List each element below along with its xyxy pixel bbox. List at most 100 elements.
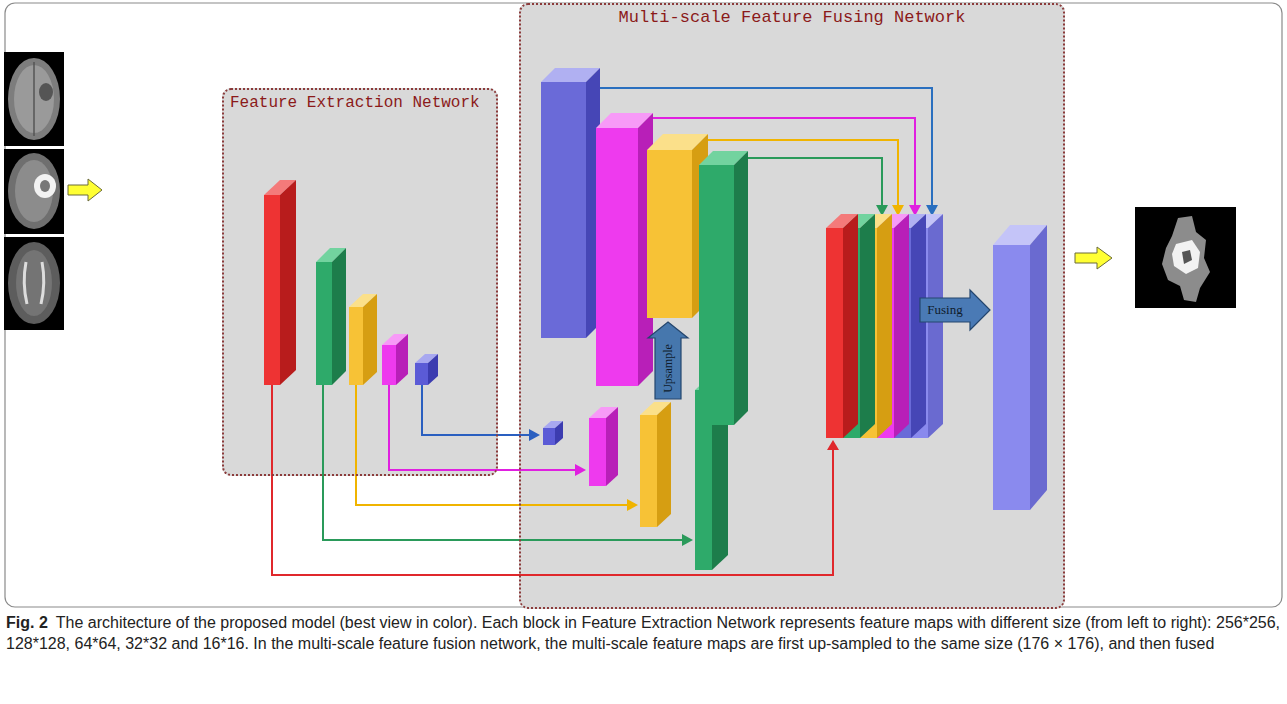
block-face	[543, 428, 555, 445]
block-face	[734, 151, 748, 425]
brain-shape	[15, 160, 53, 222]
block-face	[316, 262, 332, 385]
concat-slab	[877, 214, 909, 438]
edema-region	[1162, 216, 1210, 302]
brain-shape	[8, 58, 60, 140]
block-face	[396, 334, 408, 385]
output-arrow	[1075, 247, 1112, 269]
ventricle	[24, 262, 44, 304]
block-face	[647, 150, 692, 318]
upsample-arrow: Upsample	[648, 322, 688, 399]
feature-map-block	[264, 180, 296, 385]
block-face	[363, 294, 377, 385]
skip-arrow	[356, 385, 628, 505]
figure-number: Fig. 2	[6, 614, 48, 631]
feature-map-block	[543, 421, 563, 445]
output-slice	[1135, 207, 1236, 308]
feature-map-block	[647, 134, 708, 318]
concat-slab	[826, 214, 858, 438]
block-face	[606, 407, 618, 486]
lesion	[40, 180, 50, 192]
arrow-head	[575, 464, 586, 476]
arrow-outline	[920, 290, 990, 330]
arrow-shape	[648, 322, 688, 399]
arrow-shape	[920, 290, 990, 330]
block-face	[699, 165, 734, 425]
skip-arrow	[323, 385, 683, 540]
concat-arrow	[600, 88, 932, 206]
lesion	[39, 83, 53, 101]
block-face	[382, 345, 396, 385]
feature-map-block	[316, 248, 346, 385]
input-arrow	[68, 179, 102, 201]
block-face	[428, 354, 438, 385]
mri-slice	[4, 52, 64, 146]
block-face	[657, 402, 671, 527]
feature-map-block	[382, 334, 408, 385]
concat-slab	[911, 214, 943, 438]
block-face	[415, 363, 428, 385]
concat-slab	[894, 214, 926, 438]
skip-arrow	[272, 385, 833, 575]
block-face	[332, 248, 346, 385]
mri-input-stack	[4, 52, 64, 330]
arrow-label: Fusing	[927, 302, 962, 318]
block-face	[928, 214, 943, 438]
mri-slice	[4, 237, 64, 330]
feature-map-block	[596, 113, 653, 386]
arrow-head	[682, 534, 693, 546]
feature-map-block	[589, 407, 618, 486]
fused-feature-block	[993, 225, 1047, 510]
brain-shape	[8, 153, 60, 229]
mri-slice	[4, 149, 64, 234]
block-face	[911, 214, 926, 438]
arrow-label: Upsample	[661, 344, 676, 393]
brain-fissure	[33, 62, 35, 136]
block-face	[877, 214, 892, 438]
feature-map-block	[415, 354, 438, 385]
block-face	[589, 418, 606, 486]
concat-slab	[860, 214, 892, 438]
arrow-outline	[648, 322, 688, 399]
tumor-core	[1172, 240, 1200, 274]
region-title: Feature Extraction Network	[230, 94, 490, 112]
necrosis	[1182, 250, 1192, 264]
block-face	[826, 228, 843, 438]
caption-block: Fig. 2The architecture of the proposed m…	[6, 612, 1282, 654]
block-face	[541, 82, 586, 338]
lesion	[34, 174, 56, 198]
feature-map-block	[349, 294, 377, 385]
skip-arrow	[389, 385, 576, 470]
concat-arrow	[748, 158, 882, 206]
skip-arrow	[422, 385, 530, 435]
block-face	[993, 245, 1030, 510]
feature-map-block	[541, 68, 600, 338]
concat-slab	[843, 214, 875, 438]
block-face	[349, 307, 363, 385]
arrow-head	[627, 499, 638, 511]
block-face	[640, 415, 657, 527]
feature-map-block	[640, 402, 671, 527]
feature-map-block	[699, 151, 748, 425]
concat-arrow	[653, 118, 915, 206]
arrow-head	[827, 440, 839, 450]
region-ground	[222, 88, 498, 476]
block-face	[1030, 225, 1047, 510]
block-face	[596, 128, 638, 386]
block-face	[894, 214, 909, 438]
network-region: Feature Extraction Network	[222, 88, 498, 476]
figure-caption: The architecture of the proposed model (…	[6, 614, 1280, 652]
region-ground	[519, 3, 1065, 609]
fusing-arrow: Fusing	[920, 290, 990, 330]
block-face	[843, 214, 858, 438]
segmentation-output	[1135, 207, 1236, 308]
block-face	[280, 180, 296, 385]
block-face	[555, 421, 563, 445]
concat-arrow	[708, 140, 898, 206]
region-title: Multi-scale Feature Fusing Network	[527, 8, 1057, 27]
block-face	[264, 195, 280, 385]
arrow-head	[529, 429, 540, 441]
